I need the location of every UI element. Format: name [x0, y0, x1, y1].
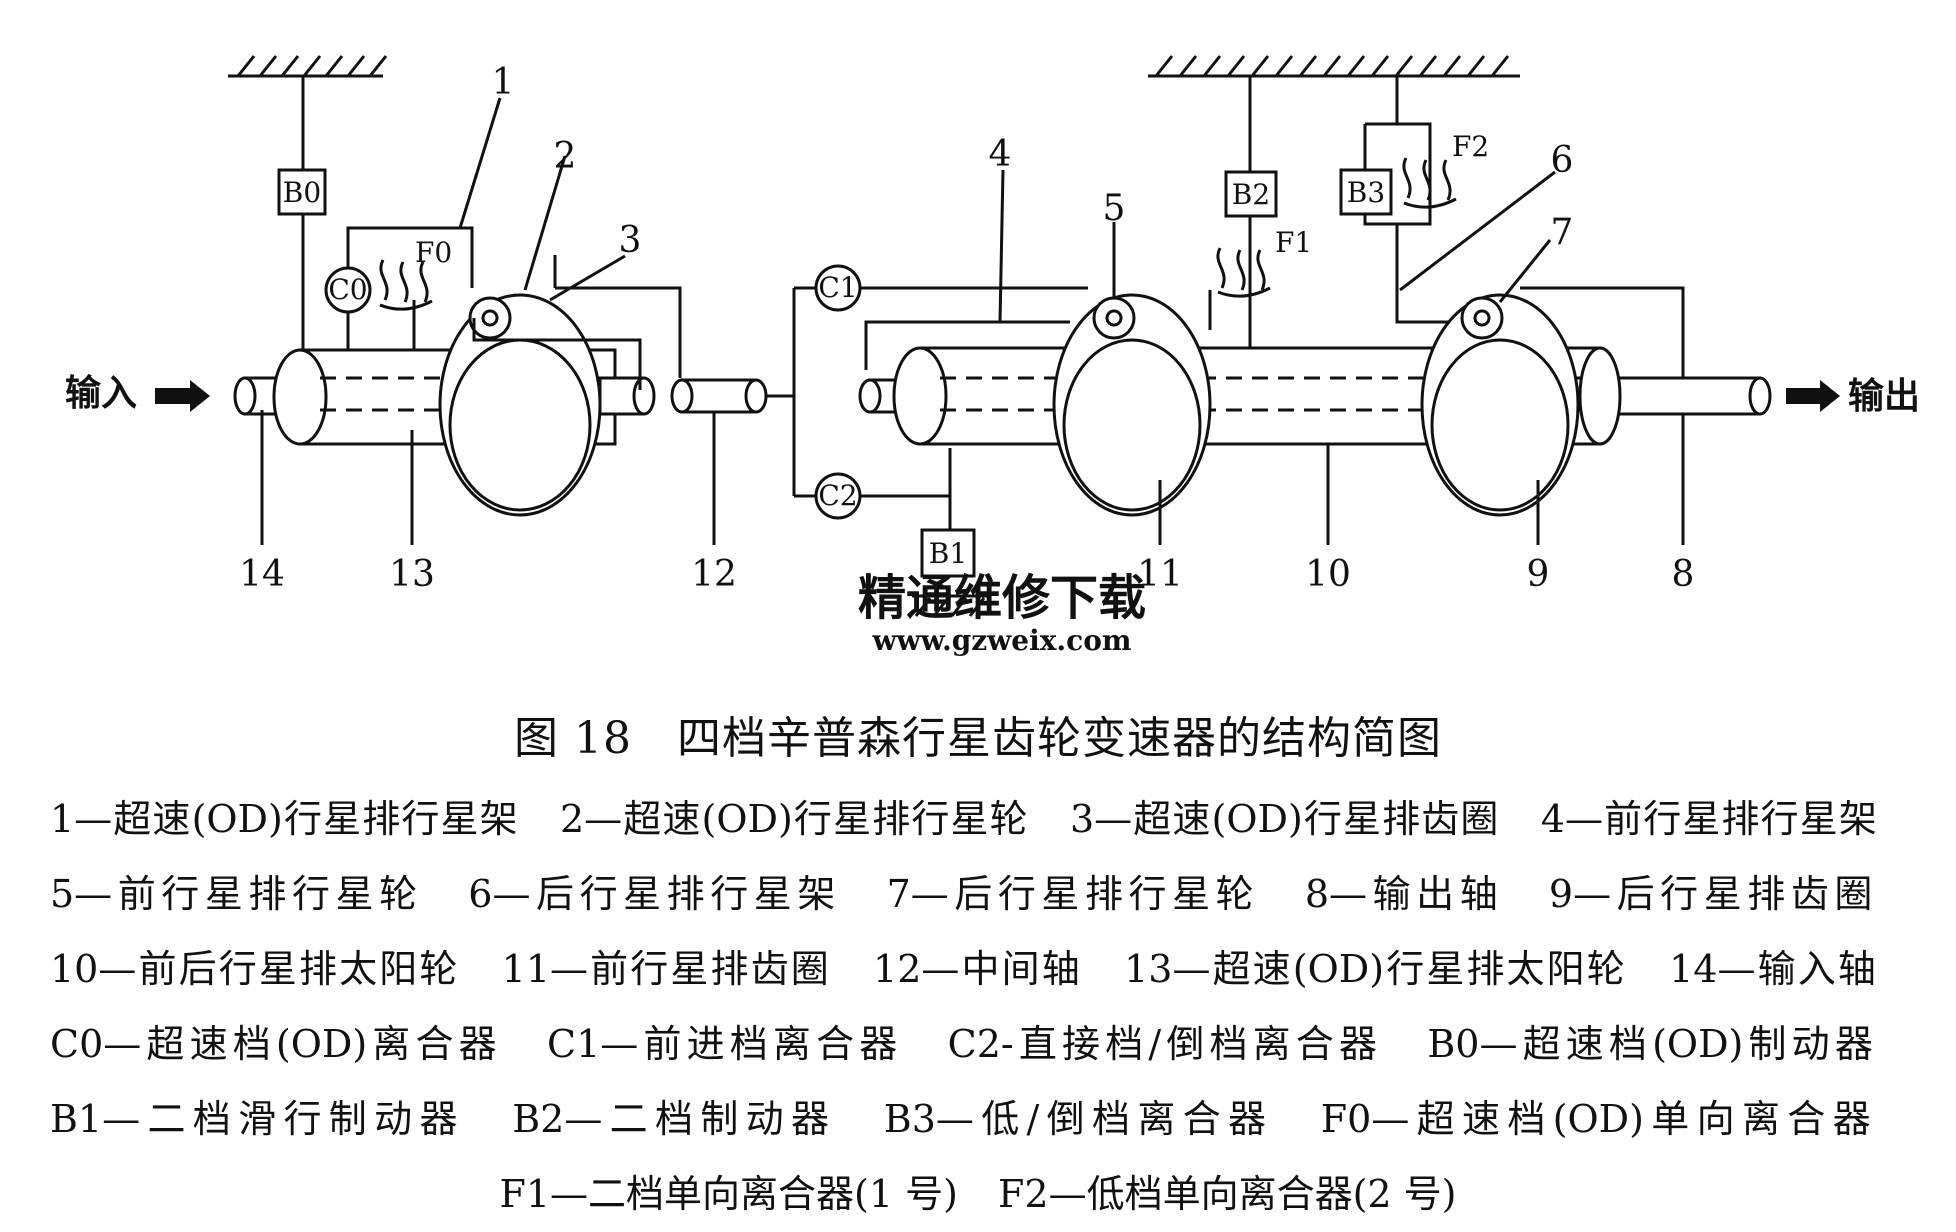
od-ring-gear: [438, 293, 602, 517]
callout-2: 2: [554, 136, 577, 177]
legend-item: C1—前进档离合器: [547, 1022, 903, 1066]
input-arrow-icon: [155, 380, 210, 412]
c1-label: C1: [818, 271, 857, 304]
od-planet-gear: [468, 296, 512, 340]
callout-13: 13: [389, 554, 435, 595]
legend-item: 10—前后行星排太阳轮: [50, 947, 460, 991]
legend: 1—超速(OD)行星排行星架 2—超速(OD)行星排行星轮 3—超速(OD)行星…: [50, 782, 1906, 1232]
figure-caption: 图 18 四档辛普森行星齿轮变速器的结构简图: [514, 713, 1442, 764]
f2-label: F2: [1452, 130, 1489, 163]
legend-item: 5—前行星排行星轮: [50, 872, 423, 916]
callout-6: 6: [1551, 140, 1574, 181]
legend-item: 6—后行星排行星架: [468, 872, 841, 916]
ground-left: [228, 55, 388, 78]
b2-label: B2: [1232, 178, 1270, 211]
output-arrow-icon: [1786, 380, 1840, 412]
legend-item: 4—前行星排行星架: [1540, 797, 1878, 841]
callout-7: 7: [1551, 212, 1574, 253]
c0-clutch: [324, 266, 372, 314]
b2-brake: [1224, 170, 1278, 218]
callout-12: 12: [691, 554, 737, 595]
legend-item: 9—后行星排齿圈: [1548, 872, 1878, 916]
callout-9: 9: [1527, 554, 1550, 595]
b1-brake: [920, 528, 976, 578]
c0-label: C0: [328, 273, 367, 306]
b0-label: B0: [283, 176, 321, 209]
legend-item: 2—超速(OD)行星排行星轮: [559, 797, 1029, 841]
legend-item: F1—二档单向离合器(1 号): [499, 1172, 958, 1216]
rear-planet-gear: [1460, 296, 1504, 340]
legend-item: F2—低档单向离合器(2 号): [998, 1172, 1457, 1216]
legend-item: B0—超速档(OD)制动器: [1427, 1022, 1878, 1066]
callout-1: 1: [492, 62, 515, 103]
watermark-text: 精通维修下载: [858, 570, 1146, 626]
legend-item: 14—输入轴: [1669, 947, 1878, 991]
front-planet-gear: [1092, 296, 1136, 340]
legend-item: F0—超速档(OD)单向离合器: [1320, 1097, 1878, 1141]
output-label: 输出: [1848, 375, 1920, 417]
input-label: 输入: [65, 372, 137, 414]
f0-label: F0: [415, 236, 452, 269]
legend-item: 3—超速(OD)行星排齿圈: [1069, 797, 1500, 841]
ground-right: [1148, 55, 1520, 78]
legend-item: B2—二档制动器: [512, 1097, 837, 1141]
c2-label: C2: [818, 479, 857, 512]
legend-item: 11—前行星排齿圈: [501, 947, 831, 991]
b3-brake: [1339, 168, 1393, 216]
b1-ground: [912, 594, 990, 617]
f1-one-way-clutch-icon: [1216, 247, 1271, 298]
b3-label: B3: [1347, 176, 1385, 209]
callout-8: 8: [1672, 554, 1695, 595]
callout-5: 5: [1103, 188, 1126, 229]
callout-11: 11: [1137, 554, 1183, 595]
callout-10: 10: [1305, 554, 1351, 595]
f2-one-way-clutch-icon: [1402, 157, 1457, 209]
legend-item: 13—超速(OD)行星排太阳轮: [1124, 947, 1627, 991]
callout-4: 4: [989, 134, 1012, 175]
legend-item: B1—二档滑行制动器: [50, 1097, 465, 1141]
legend-item: 1—超速(OD)行星排行星架: [50, 797, 519, 841]
f0-one-way-clutch-icon: [379, 259, 433, 311]
f1-label: F1: [1275, 226, 1312, 259]
callout-3: 3: [619, 220, 642, 261]
b0-brake: [277, 168, 327, 216]
legend-item: 7—后行星排行星轮: [886, 872, 1260, 916]
watermark-url: www.gzweix.com: [871, 624, 1131, 657]
legend-item: C0—超速档(OD)离合器: [50, 1022, 502, 1066]
legend-item: 8—输出轴: [1304, 872, 1504, 916]
legend-item: C2-直接档/倒档离合器: [947, 1022, 1383, 1066]
legend-item: B3—低/倒档离合器: [883, 1097, 1274, 1141]
callout-14: 14: [239, 554, 285, 595]
b1-label: B1: [929, 537, 967, 570]
rear-ring-gear: [1420, 293, 1580, 517]
legend-item: 12—中间轴: [873, 947, 1082, 991]
front-ring-gear: [1052, 293, 1212, 517]
